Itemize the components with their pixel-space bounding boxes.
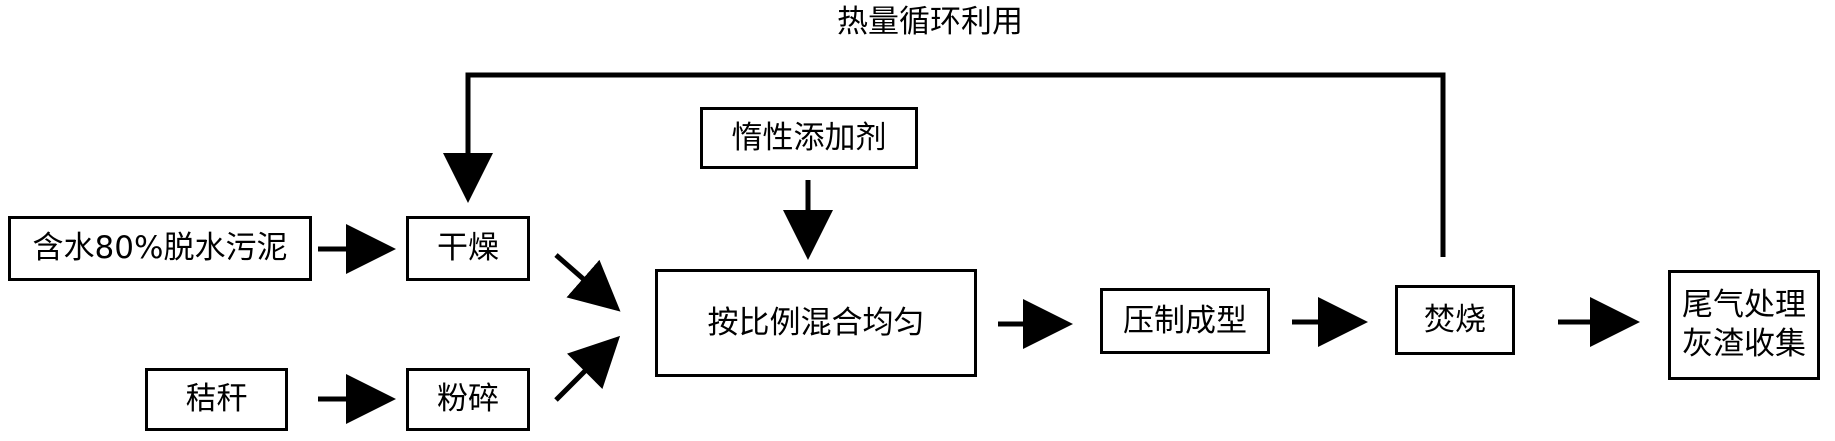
node-drying-label: 干燥 (437, 230, 499, 267)
node-mixing: 按比例混合均匀 (655, 269, 977, 377)
node-dewatered-sludge: 含水80%脱水污泥 (8, 216, 312, 281)
node-incineration: 焚烧 (1395, 285, 1515, 355)
arrow-crushing-to-mixing (554, 335, 621, 402)
node-exhaust-treatment-label: 尾气处理 (1682, 287, 1806, 324)
heat-recycle-label: 热量循环利用 (837, 4, 1023, 40)
node-drying: 干燥 (406, 216, 530, 281)
node-straw: 秸秆 (145, 368, 288, 431)
node-exhaust-ash: 尾气处理 灰渣收集 (1668, 270, 1820, 380)
heat-recycle-loop-line (443, 72, 1446, 257)
node-incineration-label: 焚烧 (1424, 301, 1486, 338)
node-crushing: 粉碎 (406, 368, 530, 431)
node-press-forming-label: 压制成型 (1123, 302, 1247, 339)
node-press-forming: 压制成型 (1100, 288, 1270, 354)
node-ash-collection-label: 灰渣收集 (1682, 326, 1806, 362)
arrow-drying-to-mixing (554, 253, 621, 312)
node-inert-additive: 惰性添加剂 (700, 107, 918, 169)
node-straw-label: 秸秆 (185, 381, 248, 418)
node-mixing-label: 按比例混合均匀 (707, 304, 925, 341)
node-dewatered-sludge-label: 含水80%脱水污泥 (32, 230, 288, 267)
node-inert-additive-label: 惰性添加剂 (731, 119, 887, 156)
node-crushing-label: 粉碎 (437, 381, 499, 418)
